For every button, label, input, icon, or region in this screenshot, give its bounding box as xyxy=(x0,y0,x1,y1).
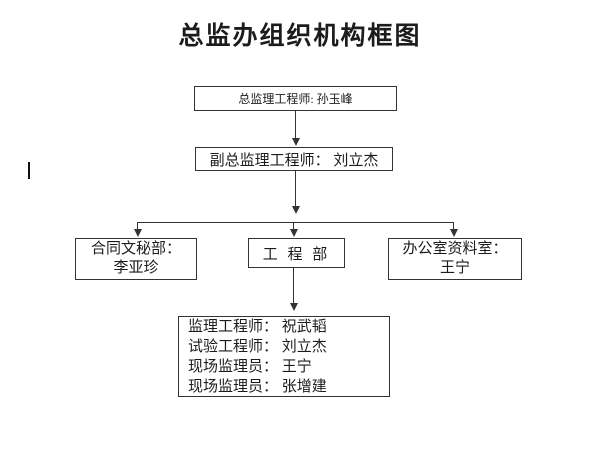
connector-line xyxy=(137,222,138,230)
arrow-down-icon xyxy=(292,206,300,214)
org-box-label: 办公室资料室： xyxy=(402,241,508,257)
org-box-staff-list: 监理工程师： 祝武韬 试验工程师： 刘立杰 现场监理员： 王宁 现场监理员： 张… xyxy=(178,316,390,397)
org-box-chief-engineer: 总监理工程师: 孙玉峰 xyxy=(194,86,397,111)
arrow-down-icon xyxy=(290,229,298,237)
text-cursor-mark xyxy=(28,162,30,179)
org-box-contract-secretary-dept: 合同文秘部： 李亚珍 xyxy=(75,238,197,280)
staff-line: 现场监理员： 张增建 xyxy=(188,378,327,395)
staff-line: 试验工程师： 刘立杰 xyxy=(188,338,327,355)
org-box-label: 副总监理工程师： 刘立杰 xyxy=(209,152,379,169)
org-box-deputy-engineer: 副总监理工程师： 刘立杰 xyxy=(195,147,393,171)
connector-line-horizontal xyxy=(137,222,454,223)
org-box-name: 王宁 xyxy=(439,260,470,276)
org-box-engineering-dept: 工 程 部 xyxy=(248,238,345,268)
connector-line xyxy=(453,222,454,230)
connector-line xyxy=(293,222,294,230)
org-box-label: 工 程 部 xyxy=(262,246,331,263)
org-box-label: 合同文秘部： xyxy=(90,241,181,257)
org-box-office-archives: 办公室资料室： 王宁 xyxy=(388,238,522,280)
staff-line: 现场监理员： 王宁 xyxy=(188,358,312,375)
org-box-name: 李亚珍 xyxy=(113,260,159,276)
chart-title: 总监办组织机构框图 xyxy=(178,23,422,50)
connector-line xyxy=(293,268,294,304)
arrow-down-icon xyxy=(134,229,142,237)
connector-line xyxy=(295,111,296,139)
arrow-down-icon xyxy=(292,138,300,146)
org-box-label: 总监理工程师: 孙玉峰 xyxy=(238,92,353,106)
connector-line xyxy=(295,171,296,207)
staff-line: 监理工程师： 祝武韬 xyxy=(188,318,327,335)
arrow-down-icon xyxy=(450,229,458,237)
arrow-down-icon xyxy=(290,303,298,311)
